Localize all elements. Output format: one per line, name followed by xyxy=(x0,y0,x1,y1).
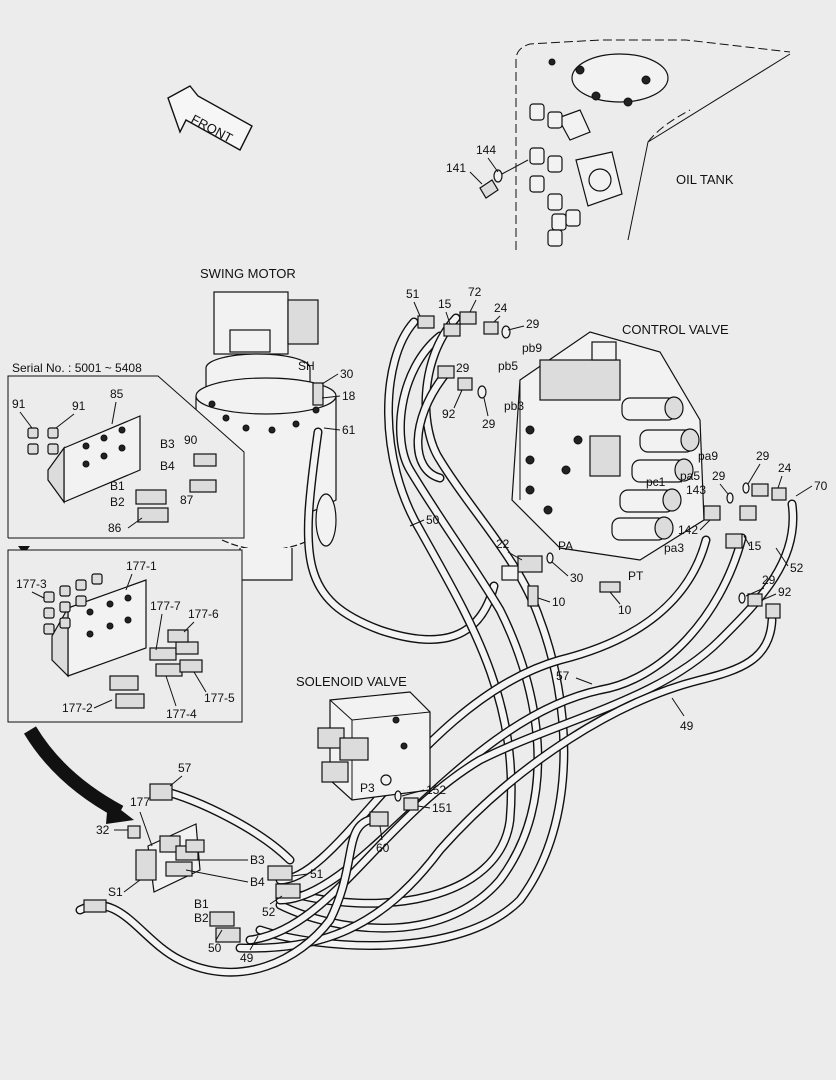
tank-fittings xyxy=(529,103,623,247)
callout-29d: 29 xyxy=(756,449,770,463)
callout-50: 50 xyxy=(426,513,440,527)
callout-24b: 24 xyxy=(778,461,792,475)
port-pb5-label: pb5 xyxy=(498,359,518,373)
callout-57: 57 xyxy=(556,669,570,683)
callout-50b: 50 xyxy=(208,941,222,955)
control-valve-fittings: 51 15 72 24 29 29 92 29 50 22 30 10 10 2… xyxy=(406,285,828,733)
port-b4-lower-label: B4 xyxy=(250,875,265,889)
port-b2-lower-label: B2 xyxy=(194,911,209,925)
port-b3-label: B3 xyxy=(160,437,175,451)
callout-177-4: 177-4 xyxy=(166,707,197,721)
callout-152: 152 xyxy=(426,783,446,797)
hoses xyxy=(75,313,798,977)
front-arrow: FRONT xyxy=(167,85,253,151)
solenoid-valve-label: SOLENOID VALVE xyxy=(296,674,407,689)
valve-spools xyxy=(611,396,700,541)
lower-manifold: 57 177 32 B3 B4 S1 B1 B2 51 52 50 49 xyxy=(83,761,324,965)
callout-29e: 29 xyxy=(712,469,726,483)
callout-91b: 91 xyxy=(72,399,86,413)
callout-30: 30 xyxy=(340,367,354,381)
callout-92b: 92 xyxy=(778,585,792,599)
callout-142: 142 xyxy=(678,523,698,537)
callout-52: 52 xyxy=(790,561,804,575)
callout-24: 24 xyxy=(494,301,508,315)
callout-92: 92 xyxy=(442,407,456,421)
callout-90: 90 xyxy=(184,433,198,447)
callout-51b: 51 xyxy=(310,867,324,881)
callout-29: 29 xyxy=(526,317,540,331)
port-b1-label: B1 xyxy=(110,479,125,493)
swing-motor: SWING MOTOR SH 30 18 61 xyxy=(195,266,356,581)
callout-18: 18 xyxy=(342,389,356,403)
callout-49: 49 xyxy=(680,719,694,733)
connector-arrow-head-icon xyxy=(106,800,134,824)
port-b1-lower-label: B1 xyxy=(194,897,209,911)
port-b3-lower-label: B3 xyxy=(250,853,265,867)
connector-arrow xyxy=(23,726,124,819)
callout-143: 143 xyxy=(686,483,706,497)
callout-22: 22 xyxy=(496,537,510,551)
callout-177-6: 177-6 xyxy=(188,607,219,621)
callout-177-7: 177-7 xyxy=(150,599,181,613)
callout-51: 51 xyxy=(406,287,420,301)
callout-72: 72 xyxy=(468,285,482,299)
callout-15: 15 xyxy=(438,297,452,311)
serial-inset-box-2: 177-1 177-3 177-7 177-6 177-2 177-4 177-… xyxy=(7,546,243,723)
port-b2-label: B2 xyxy=(110,495,125,509)
callout-70: 70 xyxy=(814,479,828,493)
callout-32: 32 xyxy=(96,823,110,837)
port-pa-label: PA xyxy=(558,539,573,553)
port-b4-label: B4 xyxy=(160,459,175,473)
callout-49b: 49 xyxy=(240,951,254,965)
callout-29b: 29 xyxy=(456,361,470,375)
callout-177: 177 xyxy=(130,795,150,809)
solenoid-valve: SOLENOID VALVE P3 152 151 60 xyxy=(296,674,452,855)
port-p3-label: P3 xyxy=(360,781,375,795)
callout-144: 144 xyxy=(476,143,496,157)
callout-29f: 29 xyxy=(762,573,776,587)
port-pa5-label: pa5 xyxy=(680,469,700,483)
port-s1-label: S1 xyxy=(108,885,123,899)
port-pc1-label: pc1 xyxy=(646,475,666,489)
callout-15b: 15 xyxy=(748,539,762,553)
callout-60: 60 xyxy=(376,841,390,855)
callout-177-2: 177-2 xyxy=(62,701,93,715)
callout-10: 10 xyxy=(552,595,566,609)
port-pb9-label: pb9 xyxy=(522,341,542,355)
port-pt-label: PT xyxy=(628,569,644,583)
oil-tank: OIL TANK 144 141 xyxy=(446,39,791,250)
control-valve-label: CONTROL VALVE xyxy=(622,322,729,337)
callout-177-1: 177-1 xyxy=(126,559,157,573)
callout-52b: 52 xyxy=(262,905,276,919)
callout-30b: 30 xyxy=(570,571,584,585)
callout-177-3: 177-3 xyxy=(16,577,47,591)
callout-85: 85 xyxy=(110,387,124,401)
callout-10b: 10 xyxy=(618,603,632,617)
port-pa9-label: pa9 xyxy=(698,449,718,463)
port-pa3-label: pa3 xyxy=(664,541,684,555)
oil-tank-label: OIL TANK xyxy=(676,172,734,187)
port-sh-label: SH xyxy=(298,359,315,373)
callout-57b: 57 xyxy=(178,761,192,775)
callout-29c: 29 xyxy=(482,417,496,431)
serial-inset-box: Serial No. : 5001 ~ 5408 91 91 85 90 B3 … xyxy=(7,361,245,539)
callout-91a: 91 xyxy=(12,397,26,411)
callout-141: 141 xyxy=(446,161,466,175)
swing-motor-label: SWING MOTOR xyxy=(200,266,296,281)
port-pb3-label: pb3 xyxy=(504,399,524,413)
callout-87: 87 xyxy=(180,493,194,507)
callout-151: 151 xyxy=(432,801,452,815)
serial-number-label: Serial No. : 5001 ~ 5408 xyxy=(12,361,142,375)
callout-177-5: 177-5 xyxy=(204,691,235,705)
callout-86: 86 xyxy=(108,521,122,535)
callout-61: 61 xyxy=(342,423,356,437)
control-valve: CONTROL VALVE pb9 pb5 pb3 pa9 pa5 pc1 pa… xyxy=(498,322,729,583)
